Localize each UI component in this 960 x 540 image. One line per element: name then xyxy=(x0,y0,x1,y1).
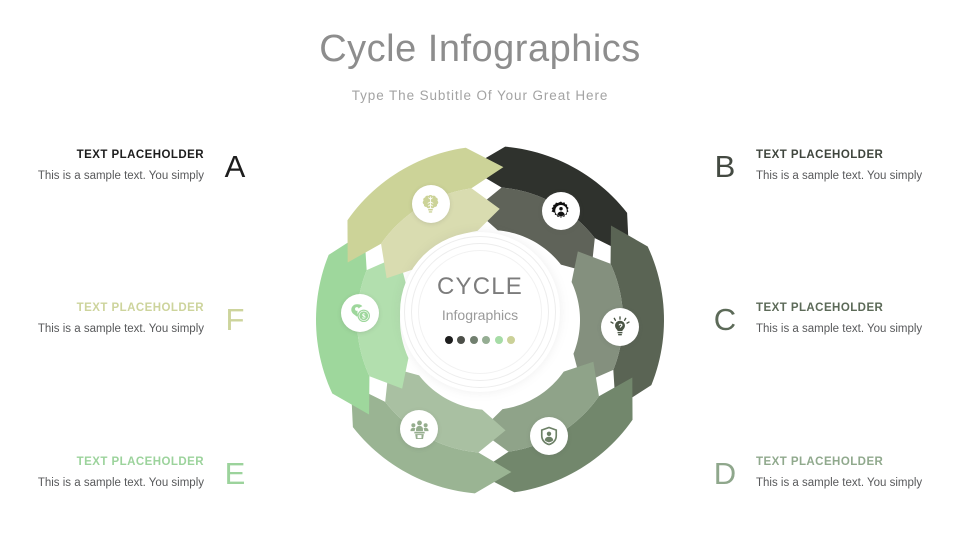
label-letter-c: C xyxy=(713,301,737,337)
label-desc-c: This is a sample text. You simply xyxy=(756,322,923,335)
svg-text:$: $ xyxy=(362,312,366,320)
wheel-segment-d-inner[interactable] xyxy=(385,367,506,453)
label-title-a: TEXT PLACEHOLDER xyxy=(76,149,204,161)
label-block-c[interactable]: C TEXT PLACEHOLDER This is a sample text… xyxy=(706,301,960,337)
label-letter-e: E xyxy=(224,455,246,491)
lightbulb-idea-icon[interactable] xyxy=(600,307,639,346)
wheel-segment-f-inner[interactable] xyxy=(381,188,500,279)
brain-bulb-icon[interactable] xyxy=(411,185,450,224)
page-subtitle: Type The Subtitle Of Your Great Here xyxy=(351,88,609,103)
wheel-segment-d-outer[interactable] xyxy=(350,384,512,494)
label-desc-a: This is a sample text. You simply xyxy=(37,169,204,182)
hub-dot-5 xyxy=(494,335,503,344)
wheel-segment-f-outer[interactable] xyxy=(347,147,504,263)
label-desc-d: This is a sample text. You simply xyxy=(756,476,923,489)
wheel-segment-a-outer[interactable] xyxy=(468,146,630,256)
hub-dot-3 xyxy=(469,335,478,344)
gear-user-icon[interactable] xyxy=(541,191,580,230)
hub-title: CYCLE xyxy=(436,272,524,300)
hub-subtitle: Infographics xyxy=(441,306,519,323)
label-title-b: TEXT PLACEHOLDER xyxy=(756,149,884,161)
wheel-segment-b-inner[interactable] xyxy=(571,251,623,384)
wheel-segment-b-outer[interactable] xyxy=(610,225,664,409)
shield-person-icon[interactable] xyxy=(530,416,569,455)
wheel-segment-e-outer[interactable] xyxy=(316,231,370,415)
hub-dot-2 xyxy=(457,335,466,344)
team-podium-icon[interactable] xyxy=(400,410,439,449)
label-letter-d: D xyxy=(713,455,737,491)
header: Cycle Infographics Type The Subtitle Of … xyxy=(0,0,960,103)
label-letter-b: B xyxy=(714,148,736,184)
label-title-d: TEXT PLACEHOLDER xyxy=(756,456,884,468)
label-desc-f: This is a sample text. You simply xyxy=(37,322,204,335)
label-block-d[interactable]: D TEXT PLACEHOLDER This is a sample text… xyxy=(706,455,960,491)
label-letter-a: A xyxy=(224,148,246,184)
hub-dot-indicators xyxy=(444,335,516,344)
cycle-hub: CYCLE Infographics xyxy=(400,232,560,392)
cycle-wheel xyxy=(316,146,664,494)
label-block-f[interactable]: TEXT PLACEHOLDER This is a sample text. … xyxy=(0,301,254,337)
label-block-a[interactable]: TEXT PLACEHOLDER This is a sample text. … xyxy=(0,148,254,184)
wheel-segment-e-inner[interactable] xyxy=(357,256,409,389)
label-desc-b: This is a sample text. You simply xyxy=(756,169,923,182)
wheel-segment-c-outer[interactable] xyxy=(476,377,633,493)
label-desc-e: This is a sample text. You simply xyxy=(37,476,204,489)
money-dollar-icon[interactable]: $ xyxy=(341,294,380,333)
hub-dot-4 xyxy=(482,335,491,344)
hub-dot-1 xyxy=(444,335,453,344)
label-block-e[interactable]: TEXT PLACEHOLDER This is a sample text. … xyxy=(0,455,254,491)
label-block-b[interactable]: B TEXT PLACEHOLDER This is a sample text… xyxy=(706,148,960,184)
label-title-f: TEXT PLACEHOLDER xyxy=(76,302,204,314)
label-title-c: TEXT PLACEHOLDER xyxy=(756,302,884,314)
page-title: Cycle Infographics xyxy=(319,28,641,70)
wheel-segment-a-inner[interactable] xyxy=(474,187,595,273)
hub-dot-6 xyxy=(507,335,516,344)
label-letter-f: F xyxy=(225,301,245,337)
wheel-segment-c-inner[interactable] xyxy=(480,361,599,452)
label-title-e: TEXT PLACEHOLDER xyxy=(76,456,204,468)
